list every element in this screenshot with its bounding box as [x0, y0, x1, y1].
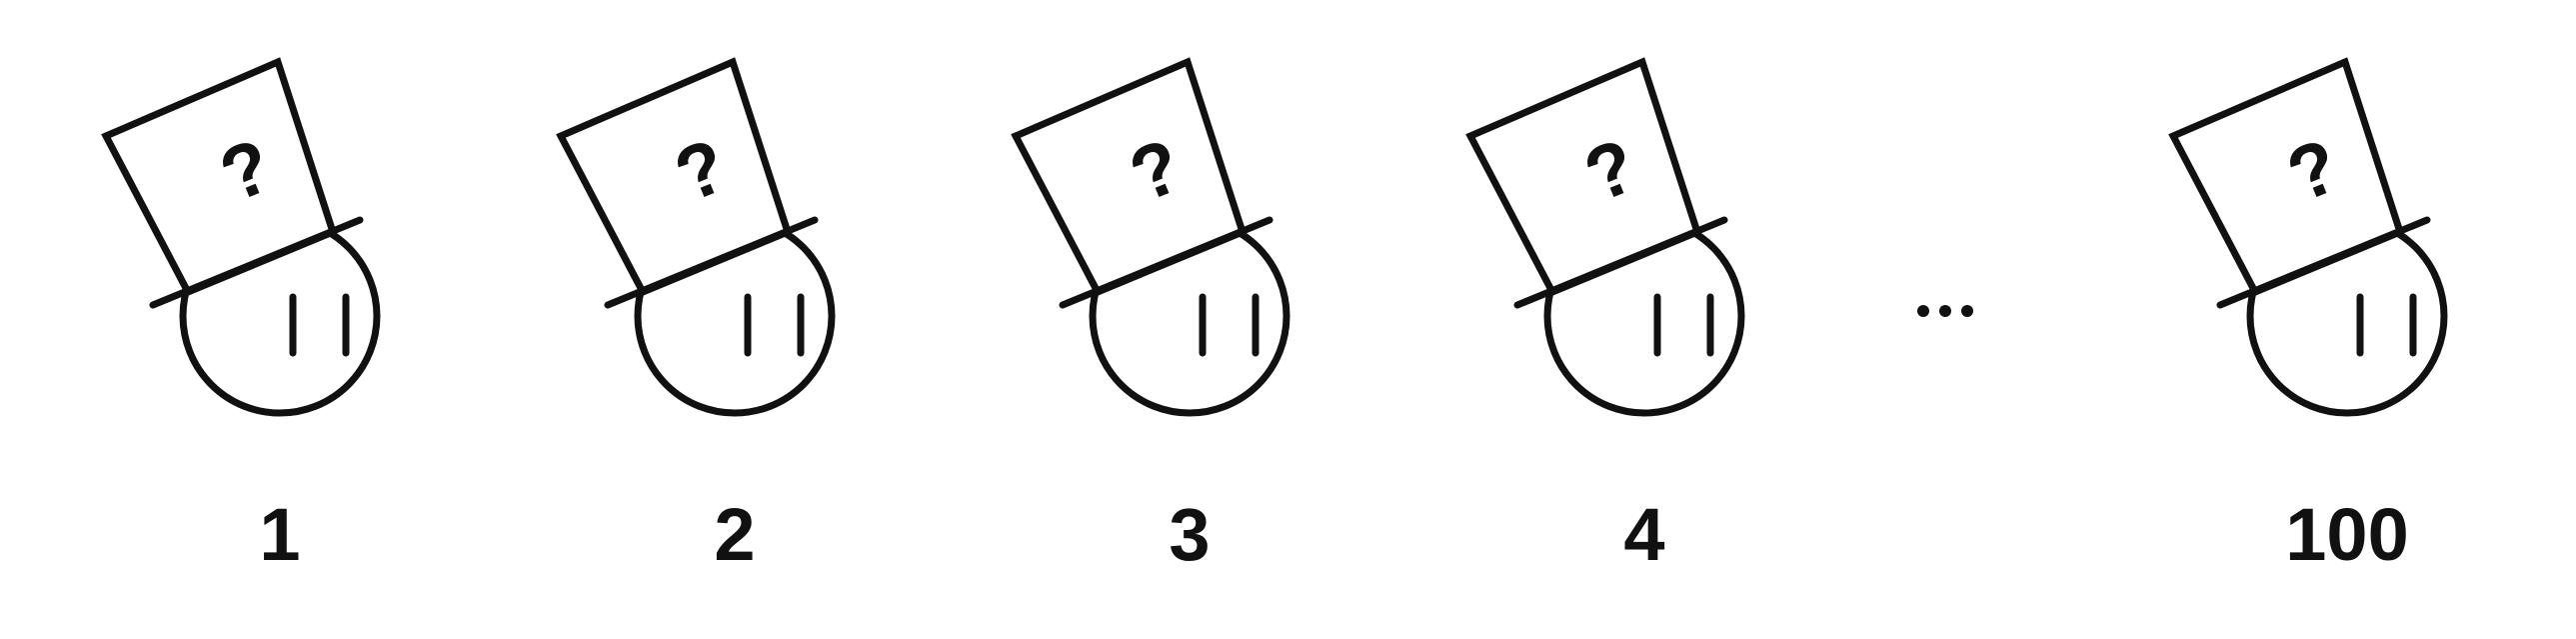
hatted-face-icon: ?	[101, 57, 381, 417]
ellipsis-dot	[1939, 305, 1951, 317]
figure-2: ? 2	[556, 0, 885, 639]
hat-icon	[1011, 57, 1248, 297]
figure-label: 1	[259, 493, 301, 576]
hatted-face-icon: ?	[1011, 57, 1290, 417]
hat-brim	[604, 216, 819, 309]
hat-icon	[1465, 57, 1702, 297]
ellipsis-dot	[1917, 305, 1929, 317]
figure-label: 4	[1623, 493, 1665, 576]
figure-4: ? 4	[1465, 0, 1794, 639]
hat-brim	[149, 216, 364, 309]
hatted-face-icon: ?	[1465, 57, 1745, 417]
figure-label: 3	[1169, 493, 1211, 576]
figure-label: 100	[2285, 493, 2409, 576]
figure-100: ? 100	[2168, 0, 2497, 639]
hatted-face-icon: ?	[2168, 57, 2448, 417]
hat-brim	[1059, 216, 1274, 309]
hat-icon	[2168, 57, 2405, 297]
hatted-face-icon: ?	[556, 57, 836, 417]
hat-icon	[101, 57, 338, 297]
hat-brim	[1513, 216, 1728, 309]
hat-brim	[2216, 216, 2431, 309]
figure-3: ? 3	[1011, 0, 1339, 639]
ellipsis-icon	[1917, 300, 1997, 320]
figure-1: ? 1	[101, 0, 430, 639]
ellipsis-dot	[1961, 305, 1973, 317]
hat-icon	[556, 57, 793, 297]
figure-label: 2	[714, 493, 756, 576]
